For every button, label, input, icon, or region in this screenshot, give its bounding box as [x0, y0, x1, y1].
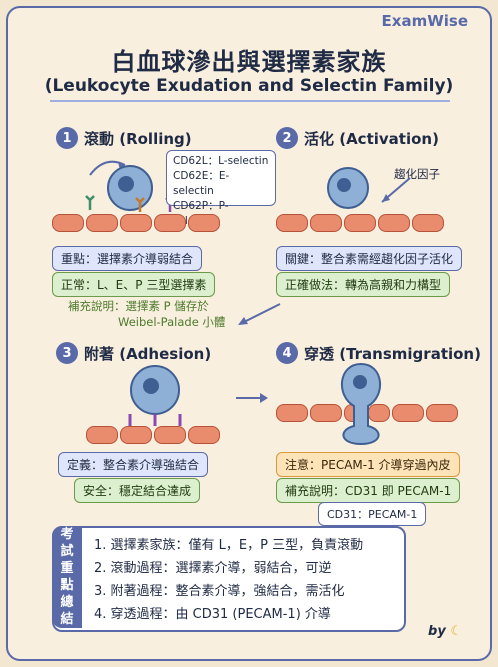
- step-title: 滾動 (Rolling): [84, 129, 192, 148]
- summary-list: 1. 選擇素家族：僅有 L，E，P 三型，負責滾動 2. 滾動過程：選擇素介導，…: [94, 534, 363, 626]
- page-title: 白血球滲出與選擇素家族: [111, 48, 387, 76]
- transmigration-supplement-pill: 補充說明：CD31 即 PECAM-1: [276, 478, 461, 503]
- rolling-illustration: [85, 160, 175, 212]
- summary-item: 4. 穿透過程：由 CD31 (PECAM-1) 介導: [94, 607, 331, 622]
- brand-logo: ExamWise: [381, 12, 468, 30]
- cd31-tag: CD31：PECAM-1: [318, 502, 427, 526]
- transmigration-illustration: [340, 362, 382, 446]
- endothelium-row-3: [86, 426, 220, 444]
- rolling-correct-pill: 正常：L、E、P 三型選擇素: [52, 272, 216, 297]
- activation-correct-pill: 正確做法：轉為高親和力構型: [276, 272, 451, 297]
- step-title: 活化 (Activation): [304, 129, 439, 148]
- endothelium-row-2: [276, 214, 444, 232]
- summary-tag: 考 試 重 點 總 結: [52, 526, 82, 628]
- banana-icon: ☾: [450, 624, 462, 639]
- step-title: 附著 (Adhesion): [84, 344, 212, 363]
- step-number: 1: [56, 127, 78, 149]
- selectin-l: CD62L：L-selectin: [173, 155, 269, 167]
- rolling-key-pill: 重點：選擇素介導弱結合: [52, 246, 203, 271]
- endothelium-row-1: [52, 214, 220, 232]
- byline: by ☾: [428, 624, 462, 639]
- selectin-legend: CD62L：L-selectin CD62E：E-selectin CD62P：…: [166, 150, 276, 227]
- step-number: 3: [56, 342, 78, 364]
- step-number: 2: [276, 127, 298, 149]
- activation-illustration: [327, 167, 411, 209]
- flow-arrow-icon-2: [236, 393, 268, 403]
- adhesion-illustration: [128, 365, 182, 426]
- step-transmigration-header: 4 穿透 (Transmigration): [276, 342, 481, 364]
- flow-arrow-icon: [238, 303, 281, 325]
- step-adhesion-header: 3 附著 (Adhesion): [56, 342, 211, 364]
- adhesion-definition-pill: 定義：整合素介導強結合: [58, 452, 209, 477]
- step-number: 4: [276, 342, 298, 364]
- step-title: 穿透 (Transmigration): [304, 344, 481, 363]
- rolling-note: 補充說明：選擇素 P 儲存於 Weibel-Palade 小體: [68, 298, 225, 330]
- transmigration-attention-pill: 注意：PECAM-1 介導穿過內皮: [276, 452, 460, 477]
- summary-item: 3. 附著過程：整合素介導，強結合，需活化: [94, 584, 345, 599]
- leukocyte-icon: [340, 362, 382, 446]
- summary-item: 2. 滾動過程：選擇素介導，弱結合，可逆: [94, 561, 332, 576]
- summary-item: 1. 選擇素家族：僅有 L，E，P 三型，負責滾動: [94, 538, 364, 553]
- activation-key-pill: 關鍵：整合素需經趨化因子活化: [276, 246, 463, 271]
- exam-summary-box: 考 試 重 點 總 結 1. 選擇素家族：僅有 L，E，P 三型，負責滾動 2.…: [52, 526, 406, 632]
- selectin-e: CD62E：E-selectin: [173, 170, 230, 197]
- rolling-note-line1: 補充說明：選擇素 P 儲存於: [68, 299, 209, 313]
- rolling-note-line2: Weibel-Palade 小體: [118, 315, 226, 329]
- page-subtitle: (Leukocyte Exudation and Selectin Family…: [44, 76, 454, 96]
- step-activation-header: 2 活化 (Activation): [276, 127, 439, 149]
- title-divider: [50, 100, 450, 102]
- adhesion-safety-pill: 安全：穩定結合達成: [74, 478, 201, 503]
- step-rolling-header: 1 滾動 (Rolling): [56, 127, 192, 149]
- chemokine-label: 趨化因子: [394, 167, 440, 181]
